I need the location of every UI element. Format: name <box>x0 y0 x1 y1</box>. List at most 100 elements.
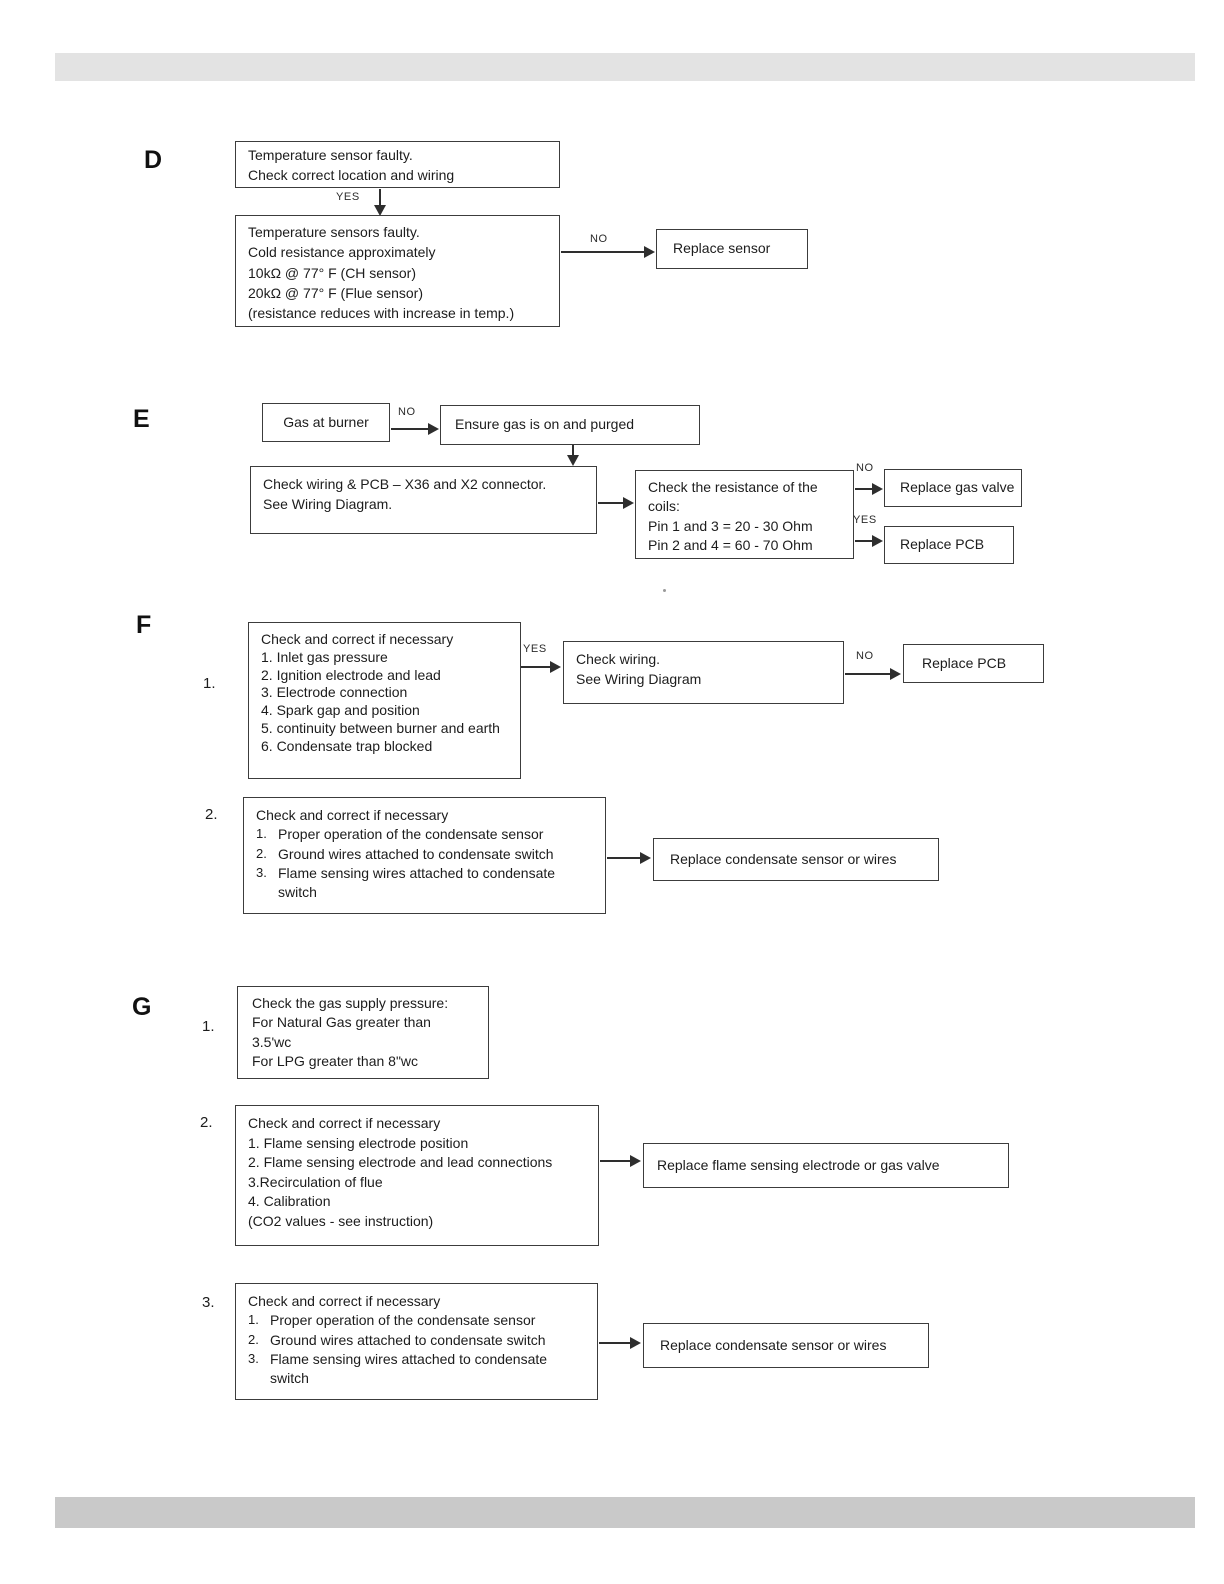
section-letter-g: G <box>132 993 152 1021</box>
flow-box-f1-checklist: Check and correct if necessary 1. Inlet … <box>248 622 521 779</box>
list-text: Flame sensing wires attached to condensa… <box>270 1350 548 1387</box>
text-line: Pin 1 and 3 = 20 - 30 Ohm <box>648 517 813 534</box>
text-line: For Natural Gas greater than <box>252 1014 431 1031</box>
arrow-right-icon <box>845 668 901 680</box>
text-line: (resistance reduces with increase in tem… <box>248 305 515 322</box>
arrow-right-icon <box>855 483 883 495</box>
list-item: 3. Flame sensing wires attached to conde… <box>256 864 593 903</box>
arrow-right-icon <box>561 246 655 258</box>
bottom-divider-bar <box>55 1497 1195 1528</box>
text-line: 3.Recirculation of flue <box>248 1173 383 1190</box>
flow-box-g1-gas-pressure: Check the gas supply pressure: For Natur… <box>237 986 489 1079</box>
flow-box-f2-checklist: Check and correct if necessary 1. Proper… <box>243 797 606 914</box>
list-number: 3. <box>256 864 267 880</box>
list-number: 3. <box>248 1350 259 1366</box>
arrow-down-icon <box>374 189 386 216</box>
flow-box-f1-replace-pcb: Replace PCB <box>903 644 1044 683</box>
text-line: Temperature sensor faulty. <box>248 147 413 163</box>
edge-label-no: NO <box>398 406 416 418</box>
section-letter-d: D <box>144 146 163 174</box>
text-line: 4. Calibration <box>248 1193 331 1210</box>
text-line: Check the resistance of the <box>648 479 818 495</box>
flow-box-d-fault: Temperature sensor faulty. Check correct… <box>235 141 560 188</box>
flow-box-ensure-gas: Ensure gas is on and purged <box>440 405 700 445</box>
list-text: Ground wires attached to condensate swit… <box>278 845 554 862</box>
list-number: 2. <box>248 1331 259 1347</box>
text-line: Check and correct if necessary <box>248 1115 441 1131</box>
text-line: Check wiring & PCB – X36 and X2 connecto… <box>263 476 547 492</box>
list-item: 1. Proper operation of the condensate se… <box>256 825 593 844</box>
step-number: 2. <box>200 1114 213 1131</box>
text-line: Replace condensate sensor or wires <box>660 1336 887 1353</box>
step-number: 1. <box>203 675 216 692</box>
arrow-right-icon <box>598 497 634 509</box>
text-line: Check wiring. <box>576 651 661 667</box>
text-line: 2. Flame sensing electrode and lead conn… <box>248 1154 553 1171</box>
arrow-right-icon <box>600 1155 641 1167</box>
text-line: Ensure gas is on and purged <box>455 416 635 433</box>
text-line: 2. Ignition electrode and lead <box>261 666 441 683</box>
list-number: 1. <box>256 826 267 842</box>
text-line: Temperature sensors faulty. <box>248 224 420 240</box>
text-line: Replace PCB <box>900 536 985 553</box>
text-line: Check and correct if necessary <box>248 1293 441 1309</box>
list-item: 3. Flame sensing wires attached to conde… <box>248 1350 585 1389</box>
text-line: For LPG greater than 8"wc <box>252 1052 419 1069</box>
text-line: Cold resistance approximately <box>248 244 436 261</box>
flow-box-coil-resistance: Check the resistance of the coils: Pin 1… <box>635 470 854 559</box>
list-number: 2. <box>256 845 267 861</box>
flow-box-gas-at-burner: Gas at burner <box>262 403 390 442</box>
list-text: Proper operation of the condensate senso… <box>278 826 544 843</box>
text-line: (CO2 values - see instruction) <box>248 1212 434 1229</box>
section-letter-e: E <box>133 405 150 433</box>
text-line: 20kΩ @ 77° F (Flue sensor) <box>248 284 423 301</box>
text-line: 1. Inlet gas pressure <box>261 648 388 665</box>
flow-box-e-replace-pcb: Replace PCB <box>884 526 1014 564</box>
text-line: Check the gas supply pressure: <box>252 995 449 1011</box>
text-line: See Wiring Diagram. <box>263 495 393 512</box>
step-number: 1. <box>202 1018 215 1035</box>
text-line: Check and correct if necessary <box>261 631 454 647</box>
text-line: Replace PCB <box>922 654 1007 671</box>
flow-box-e-check-wiring-pcb: Check wiring & PCB – X36 and X2 connecto… <box>250 466 597 534</box>
edge-label-yes: YES <box>523 643 547 655</box>
text-line: 6. Condensate trap blocked <box>261 737 433 754</box>
text-line: Replace gas valve <box>900 479 1015 496</box>
list-item: 2. Ground wires attached to condensate s… <box>256 845 593 864</box>
flow-box-replace-gas-valve: Replace gas valve <box>884 469 1022 507</box>
top-divider-bar <box>55 53 1195 81</box>
arrow-right-icon <box>855 535 883 547</box>
text-line: Replace sensor <box>673 240 771 257</box>
flow-box-g3-replace-condensate: Replace condensate sensor or wires <box>643 1323 929 1368</box>
list-text: Flame sensing wires attached to condensa… <box>278 864 556 901</box>
step-number: 2. <box>205 806 218 823</box>
text-line: 3.5'wc <box>252 1033 292 1050</box>
flow-box-d-detail: Temperature sensors faulty. Cold resista… <box>235 215 560 327</box>
text-line: coils: <box>648 498 680 515</box>
arrow-right-icon <box>391 423 439 435</box>
arrow-right-icon <box>521 661 561 673</box>
flow-box-f2-replace-condensate: Replace condensate sensor or wires <box>653 838 939 881</box>
text-line: 1. Flame sensing electrode position <box>248 1134 469 1151</box>
text-line: 10kΩ @ 77° F (CH sensor) <box>248 264 416 281</box>
text-line: Replace condensate sensor or wires <box>670 850 897 867</box>
text-line: 5. continuity between burner and earth <box>261 719 500 736</box>
edge-label-no: NO <box>856 650 874 662</box>
flow-box-g3-checklist: Check and correct if necessary 1. Proper… <box>235 1283 598 1400</box>
edge-label-no: NO <box>856 462 874 474</box>
edge-label-yes: YES <box>853 514 877 526</box>
section-letter-f: F <box>136 611 152 639</box>
list-number: 1. <box>248 1312 259 1328</box>
text-line: 3. Electrode connection <box>261 684 408 701</box>
text-line: Check and correct if necessary <box>256 807 449 823</box>
edge-label-yes: YES <box>336 191 360 203</box>
text-line: Replace flame sensing electrode or gas v… <box>657 1156 940 1173</box>
arrow-right-icon <box>599 1337 641 1349</box>
scan-speck <box>663 589 666 592</box>
arrow-right-icon <box>607 852 651 864</box>
text-line: Gas at burner <box>283 413 369 430</box>
text-line: Check correct location and wiring <box>248 166 455 183</box>
list-item: 2. Ground wires attached to condensate s… <box>248 1331 585 1350</box>
flow-box-f1-check-wiring: Check wiring. See Wiring Diagram <box>563 641 844 704</box>
